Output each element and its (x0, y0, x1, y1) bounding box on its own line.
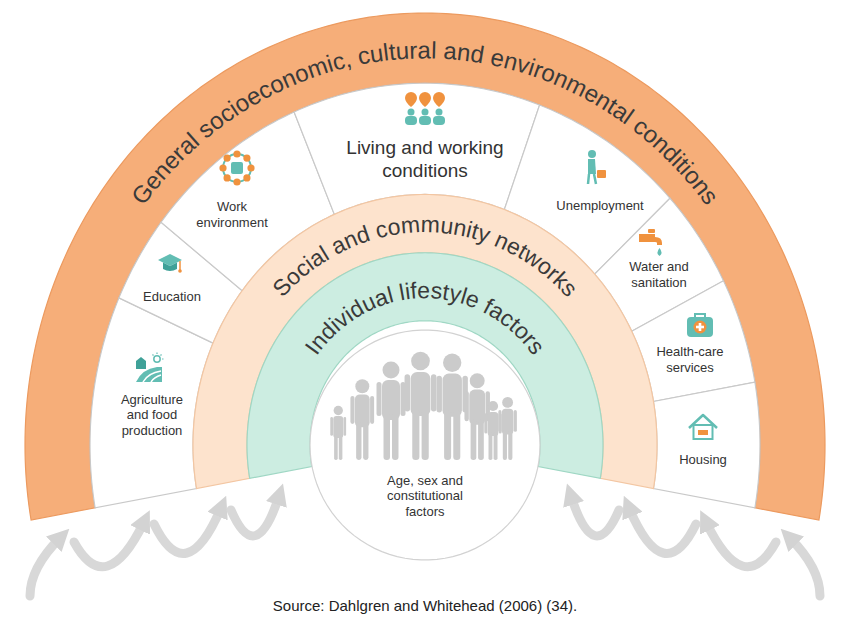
sector-label: Living and working conditions (325, 137, 525, 183)
sector-label: Unemployment (556, 198, 643, 214)
unemployment-icon-part (588, 150, 596, 158)
agriculture-icon-part (136, 367, 162, 382)
education-icon-part (158, 254, 182, 266)
unemployment-icon (588, 150, 606, 184)
education-icon-part (163, 263, 177, 272)
community-icon-part (436, 109, 443, 116)
work-environment-icon (219, 150, 254, 185)
health-kit-icon-part (699, 323, 702, 331)
adult-silhouette (437, 354, 468, 460)
work-environment-icon-part (224, 155, 231, 162)
child-silhouette (330, 406, 346, 460)
work-environment-icon-part (247, 164, 254, 171)
sector-label: Health-care services (649, 344, 731, 375)
agriculture-icon-part (154, 356, 160, 362)
sector-box: Housing (651, 380, 762, 510)
community-icon-part (433, 116, 445, 125)
center-circle-shape (310, 330, 540, 560)
sector-label: Work environment (188, 199, 276, 230)
work-environment-icon-part (231, 162, 243, 174)
curved-arrow (790, 538, 820, 596)
community-icon-part (405, 92, 417, 107)
community-icon (405, 92, 445, 125)
people-silhouettes (330, 352, 517, 460)
work-environment-icon-part (233, 150, 240, 157)
unemployment-icon-part (588, 159, 596, 174)
lifestyle-band: Individual lifestyle factorsAge, sex and… (245, 250, 605, 481)
community-band: Social and community networksIndividual … (191, 192, 659, 491)
housing-icon-part (698, 430, 708, 435)
agriculture-icon (136, 353, 164, 383)
adult-silhouette (464, 373, 490, 460)
agriculture-icon-part (151, 375, 161, 382)
health-kit-icon-part (687, 317, 713, 337)
curved-arrow (74, 522, 144, 567)
community-icon-part (433, 92, 445, 107)
work-environment-icon-part (219, 164, 226, 171)
health-kit-icon (687, 314, 713, 337)
curved-arrow (30, 538, 60, 596)
center-circle-outline (308, 328, 542, 562)
agriculture-icon-part (143, 371, 161, 382)
work-environment-icon-part (224, 174, 231, 181)
community-icon-part (419, 92, 431, 107)
education-icon (158, 254, 182, 273)
community-icon-part (419, 116, 431, 125)
agriculture-icon-part (153, 353, 164, 360)
community-icon-part (408, 109, 415, 116)
source-caption: Source: Dahlgren and Whitehead (2006) (3… (273, 597, 577, 615)
sector-box-outline (651, 380, 762, 510)
education-icon-part (178, 269, 182, 273)
water-tap-icon-part (658, 248, 662, 256)
health-kit-icon-part (695, 314, 705, 317)
agriculture-icon-part (136, 357, 146, 369)
curved-arrow (231, 496, 279, 536)
housing-icon (689, 415, 717, 439)
work-environment-icon-part (233, 178, 240, 185)
housing-icon-part (694, 425, 713, 439)
adult-silhouette (405, 352, 437, 460)
sector-label: Agriculture and food production (111, 392, 193, 439)
sector-label: Education (143, 289, 201, 305)
work-environment-icon-part (243, 174, 250, 181)
community-icon-part (405, 116, 417, 125)
sector-label: Water and sanitation (622, 259, 696, 290)
health-kit-icon-part (694, 321, 707, 334)
center-circle: Age, sex and constitutional factors (308, 328, 542, 562)
curved-arrow (629, 508, 696, 553)
sector-label: Housing (679, 452, 727, 468)
community-icon-part (422, 109, 429, 116)
outer-band: General socioeconomic, cultural and envi… (23, 11, 827, 523)
water-tap-icon (639, 229, 662, 256)
adult-silhouette (377, 362, 406, 461)
center-label: Age, sex and constitutional factors (370, 473, 480, 520)
child-silhouette (498, 397, 517, 460)
unemployment-icon-part (597, 170, 606, 178)
work-environment-icon-part (243, 155, 250, 162)
work-environment-icon-part (223, 154, 251, 182)
health-kit-icon-part (696, 326, 704, 329)
child-silhouette (484, 401, 501, 460)
curved-arrow (706, 522, 776, 567)
water-tap-icon-part (639, 234, 662, 245)
unemployment-icon-part (588, 174, 596, 184)
housing-icon-part (689, 415, 717, 428)
curved-arrow (571, 496, 619, 536)
water-tap-icon-part (648, 229, 655, 233)
sector-box-shape (653, 382, 760, 508)
adult-silhouette (350, 379, 374, 460)
education-icon-part (179, 261, 181, 270)
curved-arrow (154, 508, 221, 553)
